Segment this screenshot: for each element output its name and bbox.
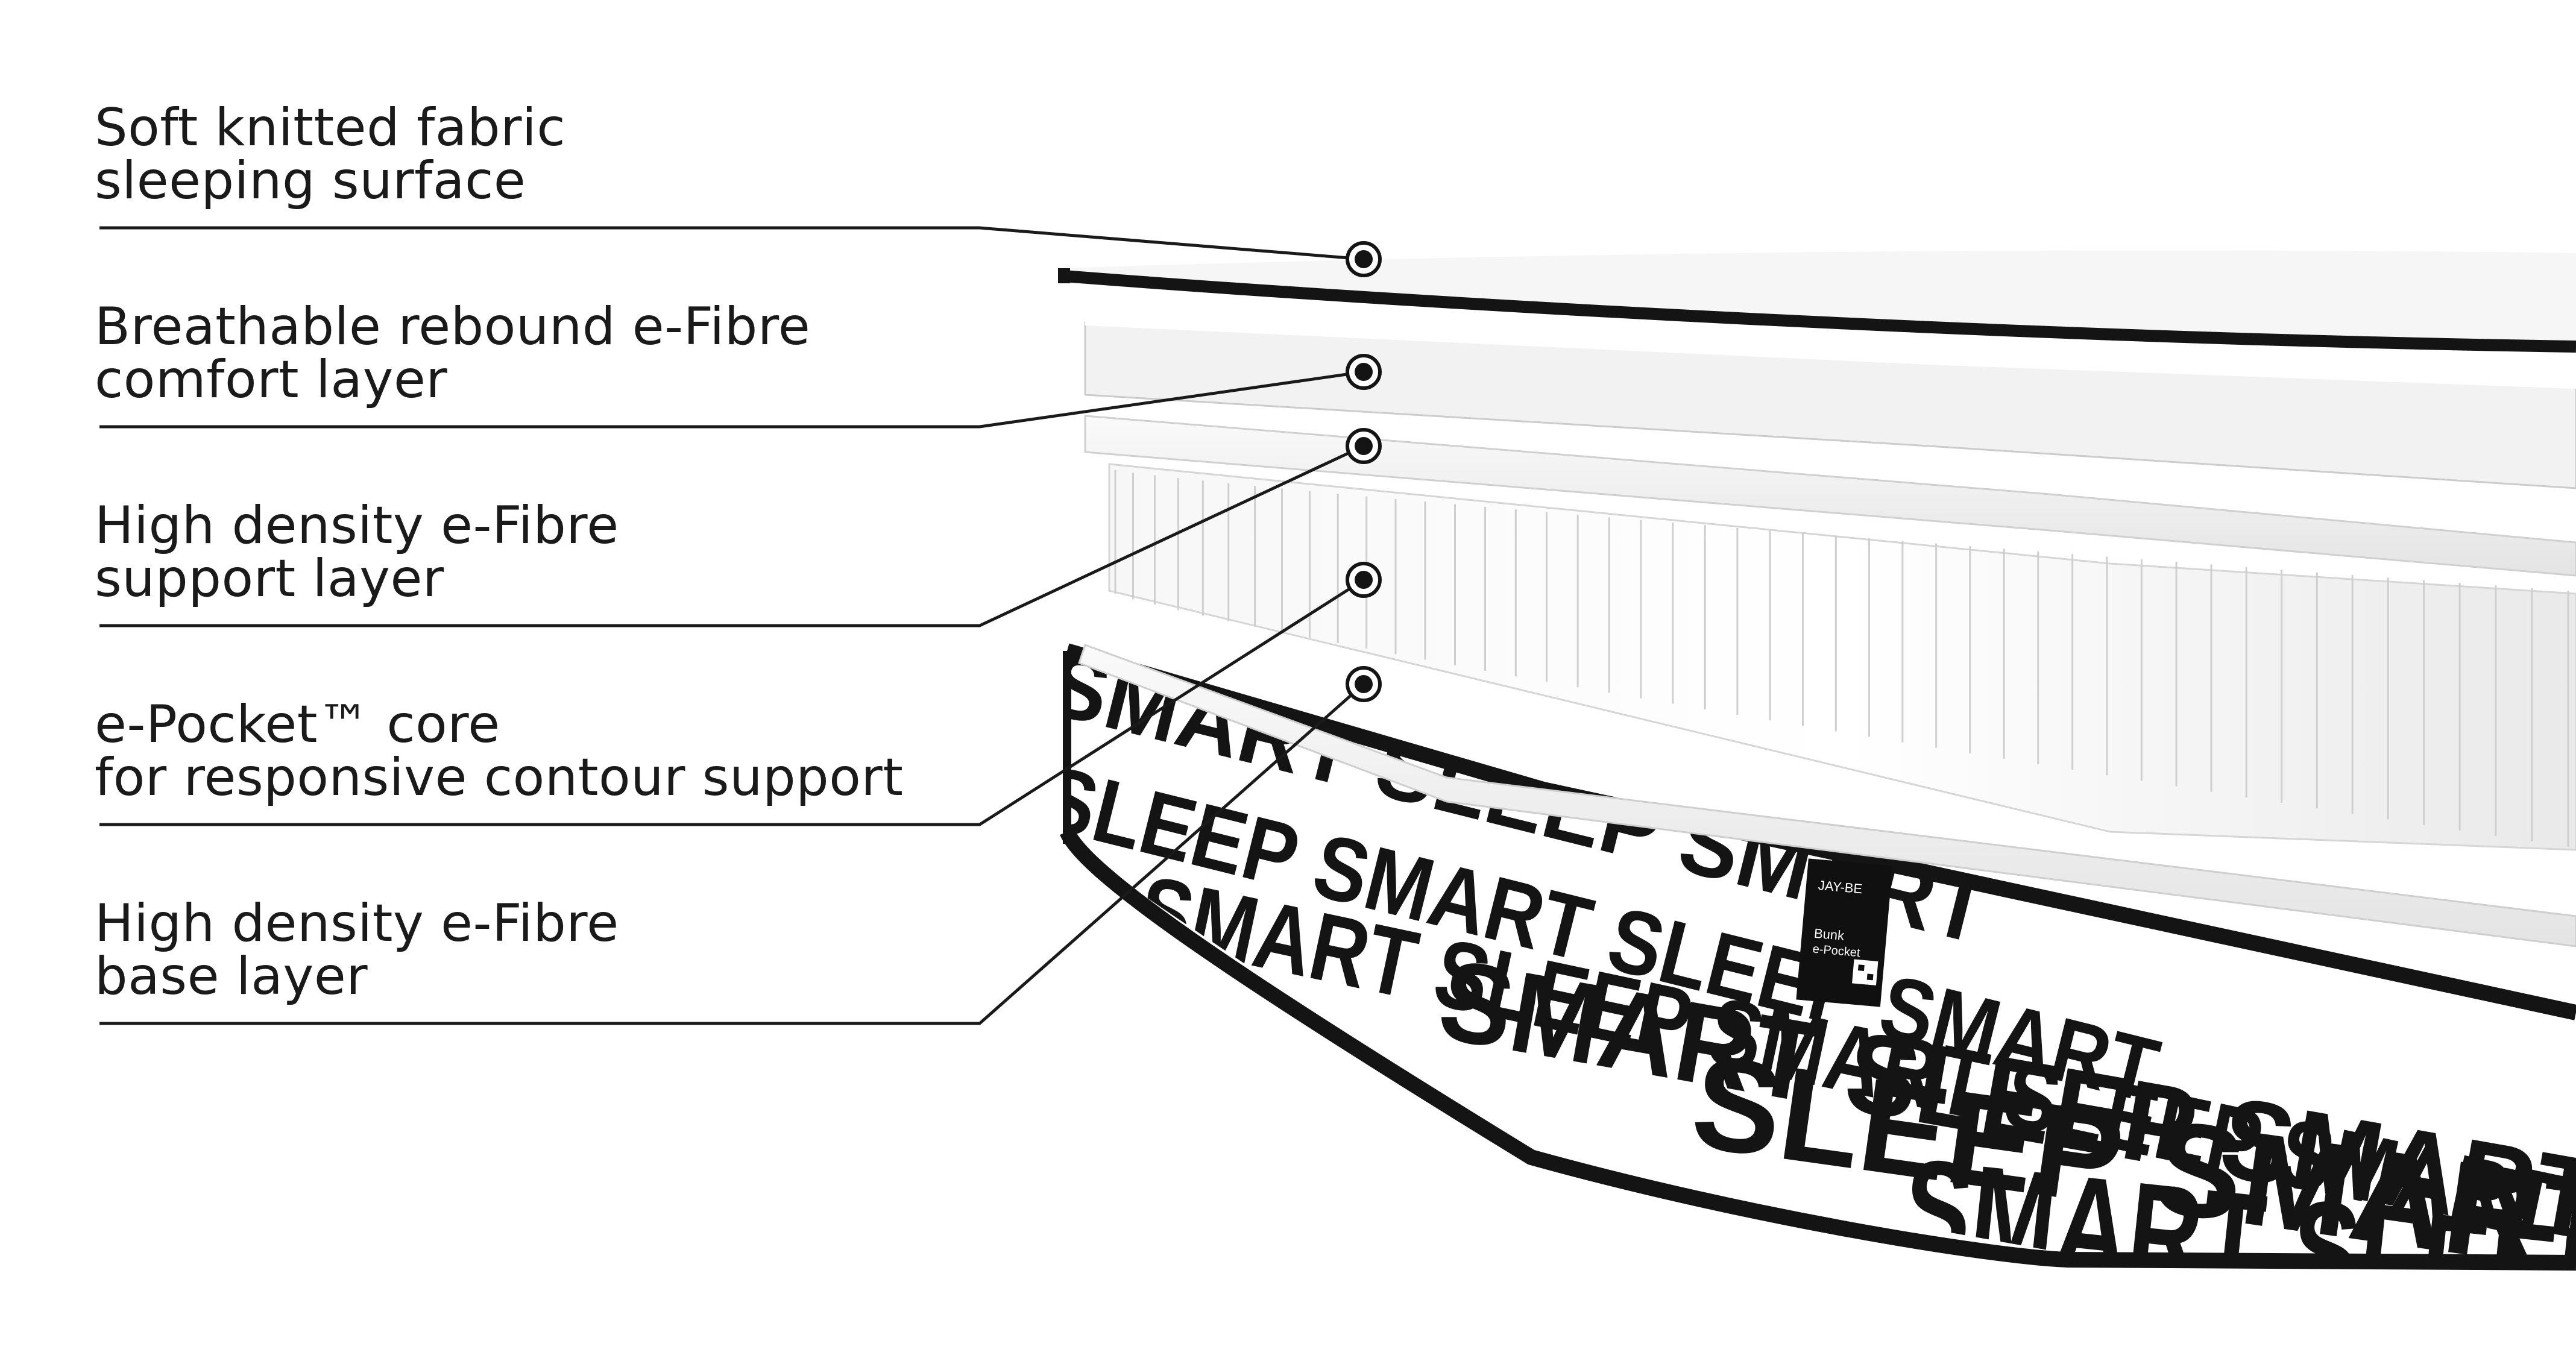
callout-label-line: Soft knitted fabric	[95, 98, 566, 158]
callout-label-comfort-layer: Breathable rebound e-Fibre comfort layer	[95, 300, 810, 406]
base-layer-slab	[1078, 644, 2576, 947]
callout-label-line: for responsive contour support	[95, 747, 904, 808]
callout-label-line: High density e-Fibre	[95, 495, 619, 556]
leader-line-base-layer	[99, 683, 1365, 1025]
leader-line-comfort-layer	[99, 370, 1364, 429]
knitted-top-fabric	[1058, 250, 2576, 353]
callout-label-base-layer: High density e-Fibre base layer	[95, 897, 619, 1003]
callout-label-line: sleeping surface	[95, 151, 526, 211]
callout-label-line: High density e-Fibre	[95, 893, 619, 954]
marker-dot-icon	[1346, 428, 1382, 464]
callout-label-line: base layer	[95, 946, 368, 1007]
callout-leader-lines	[99, 226, 1365, 1025]
marker-dot-icon	[1346, 666, 1382, 702]
callout-label-support-layer: High density e-Fibre support layer	[95, 499, 619, 605]
callout-label-line: e-Pocket™ core	[95, 694, 500, 755]
qr-code-icon	[1852, 959, 1878, 985]
marker-dot-icon	[1346, 354, 1382, 390]
leader-line-support-layer	[99, 444, 1365, 627]
mattress-model-tag: JAY-BE Bunk e-Pocket	[1796, 858, 1893, 1007]
callout-label-line: support layer	[95, 548, 444, 609]
pocket-spring-core	[1108, 463, 2576, 851]
support-layer-slab	[1084, 415, 2576, 577]
tag-model-text: Bunk	[1813, 926, 1845, 943]
callout-markers	[1346, 241, 1382, 702]
callout-label-line: comfort layer	[95, 350, 448, 410]
callout-label-line: Breathable rebound e-Fibre	[95, 297, 811, 357]
callout-label-pocket-core: e-Pocket™ core for responsive contour su…	[95, 698, 903, 804]
callout-label-knitted-fabric: Soft knitted fabric sleeping surface	[95, 101, 565, 207]
marker-dot-icon	[1346, 241, 1382, 277]
leader-line-knitted-fabric	[99, 226, 1364, 261]
leader-line-pocket-core	[99, 578, 1365, 826]
marker-dot-icon	[1346, 562, 1382, 598]
